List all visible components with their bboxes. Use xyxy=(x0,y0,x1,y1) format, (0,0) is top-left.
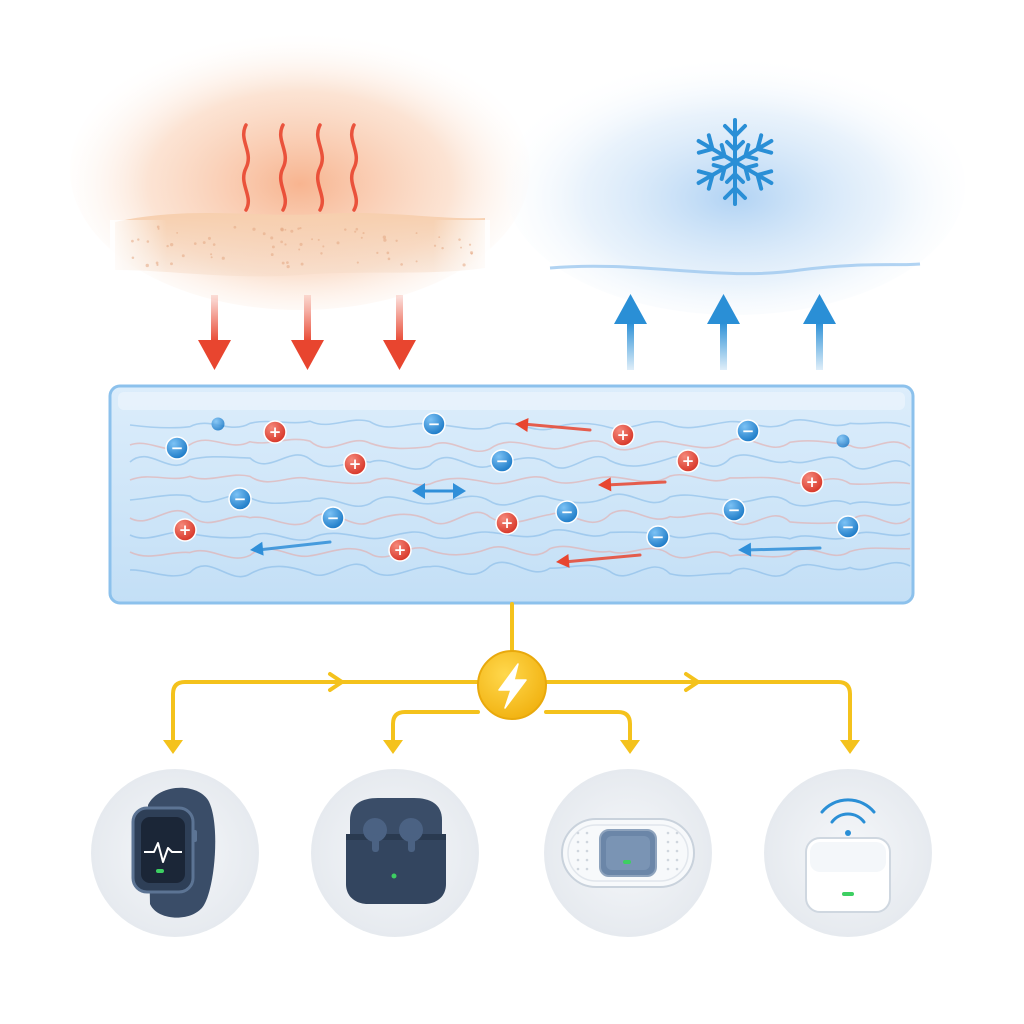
cation-ion: + xyxy=(676,449,700,473)
heat-waves-icon xyxy=(242,123,358,212)
skin-texture xyxy=(131,225,474,269)
heat-out-arrows xyxy=(614,294,836,370)
device-smartwatch xyxy=(91,769,259,937)
polymer-fiber xyxy=(129,454,911,470)
polymer-fiber xyxy=(129,529,911,541)
device-wireless-sensor xyxy=(764,769,932,937)
anion-ion: − xyxy=(321,506,345,530)
ions: + + + + + + + + − − − − − − − − − − xyxy=(165,412,860,562)
cation-ion: + xyxy=(343,452,367,476)
cation-ion: + xyxy=(173,518,197,542)
anion-ion: − xyxy=(228,487,252,511)
ion-flow-arrow xyxy=(556,553,642,568)
anion-symbol: − xyxy=(327,509,340,527)
anion-ion: − xyxy=(165,436,189,460)
power-distribution xyxy=(163,602,860,754)
snowflake-icon xyxy=(691,118,779,206)
cation-ion: + xyxy=(800,470,824,494)
cation-symbol: + xyxy=(501,514,514,532)
anion-symbol: − xyxy=(496,452,509,470)
anion-symbol: − xyxy=(742,422,755,440)
power-line-watch-chevron xyxy=(328,672,344,692)
cation-ion: + xyxy=(495,511,519,535)
power-line-sensor xyxy=(542,680,852,744)
ion-flow-arrows xyxy=(250,418,822,568)
anion-ion: − xyxy=(422,412,446,436)
cation-ion: + xyxy=(263,420,287,444)
small-ion xyxy=(211,417,225,431)
heat-out-arrow-1 xyxy=(614,294,647,370)
ion-flow-arrow xyxy=(250,540,332,556)
warm-source xyxy=(70,30,530,310)
ion-flow-arrow xyxy=(738,542,822,557)
cation-ion: + xyxy=(388,538,412,562)
cation-symbol: + xyxy=(179,521,192,539)
device-skin-patch xyxy=(544,769,712,937)
ionic-gel-slab: + + + + + + + + − − − − − − − − − − xyxy=(108,384,915,605)
anion-symbol: − xyxy=(234,490,247,508)
polymer-fiber xyxy=(129,438,911,452)
ion-flow-arrow xyxy=(598,477,667,492)
polymer-fiber xyxy=(129,561,911,578)
anion-symbol: − xyxy=(561,503,574,521)
anion-ion: − xyxy=(836,515,860,539)
small-ion xyxy=(836,434,850,448)
lightning-bolt-icon xyxy=(477,650,547,720)
cation-symbol: + xyxy=(806,473,819,491)
anion-symbol: − xyxy=(652,528,665,546)
polymer-fiber xyxy=(129,474,911,486)
anion-ion: − xyxy=(555,500,579,524)
cation-symbol: + xyxy=(269,423,282,441)
anion-symbol: − xyxy=(428,415,441,433)
ion-flow-arrow xyxy=(515,418,592,433)
wifi-signal-icon xyxy=(820,798,876,814)
cation-symbol: + xyxy=(617,426,630,444)
power-line-sensor-chevron xyxy=(684,672,700,692)
anion-ion: − xyxy=(490,449,514,473)
heat-in-arrow-1 xyxy=(198,295,231,370)
cation-symbol: + xyxy=(349,455,362,473)
wireless-sensor-icon xyxy=(805,798,891,913)
smartwatch-icon xyxy=(131,787,216,918)
power-line-earbuds xyxy=(391,710,480,744)
anion-ion: − xyxy=(736,419,760,443)
device-earbuds xyxy=(311,769,479,937)
anion-symbol: − xyxy=(728,501,741,519)
earbuds-case-icon xyxy=(346,798,446,904)
cation-ion: + xyxy=(611,423,635,447)
heat-in-arrows xyxy=(198,295,416,370)
power-line-watch xyxy=(171,680,482,744)
power-line-patch xyxy=(544,710,632,744)
anion-symbol: − xyxy=(171,439,184,457)
anion-ion: − xyxy=(646,525,670,549)
skin-patch-sensor-icon xyxy=(561,818,695,888)
anion-symbol: − xyxy=(842,518,855,536)
cation-symbol: + xyxy=(682,452,695,470)
cool-sink xyxy=(505,55,965,315)
heat-in-arrow-2 xyxy=(291,295,324,370)
cool-surface-line xyxy=(549,262,921,276)
polymer-fiber xyxy=(129,545,911,559)
ion-exchange-double-arrow xyxy=(412,483,466,499)
polymer-fiber xyxy=(129,493,911,507)
heat-out-arrow-2 xyxy=(707,294,740,370)
anion-ion: − xyxy=(722,498,746,522)
heat-out-arrow-3 xyxy=(803,294,836,370)
cation-symbol: + xyxy=(394,541,407,559)
heat-in-arrow-3 xyxy=(383,295,416,370)
